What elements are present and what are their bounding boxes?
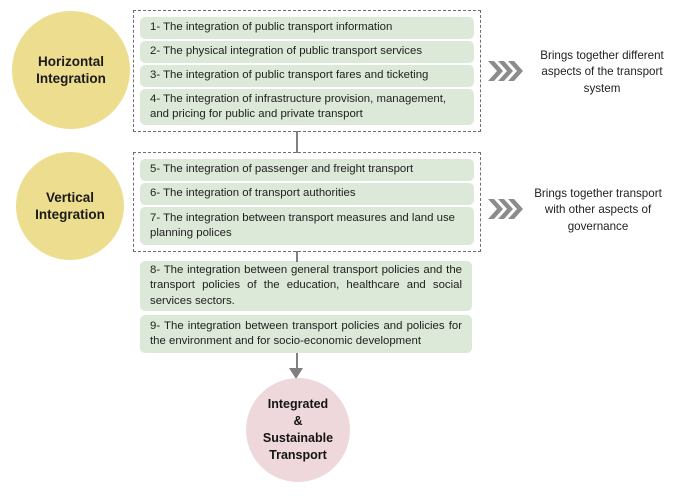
item-box-1-text: 1- The integration of public transport i… — [150, 21, 393, 34]
item-box-9: 9- The integration between transport pol… — [140, 315, 472, 353]
outcome-circle: Integrated & Sustainable Transport — [246, 378, 350, 482]
category-horizontal-line2: Integration — [36, 71, 106, 86]
item-box-1: 1- The integration of public transport i… — [140, 17, 474, 39]
chevrons-right-icon — [488, 61, 523, 81]
outcome-line1: Integrated — [267, 397, 329, 412]
connector-line-1 — [296, 131, 298, 153]
category-horizontal-line1: Horizontal — [38, 53, 104, 69]
item-box-8-text: 8- The integration between general trans… — [150, 264, 462, 307]
side-note-horizontal: Brings together different aspects of the… — [540, 49, 664, 95]
item-box-2: 2- The physical integration of public tr… — [140, 41, 474, 63]
chevrons-right-icon-horizontal — [487, 58, 523, 84]
item-box-6: 6- The integration of transport authorit… — [140, 183, 474, 205]
category-circle-vertical-label: Vertical Integration — [35, 189, 105, 224]
item-box-5-text: 5- The integration of passenger and frei… — [150, 163, 414, 176]
category-vertical-line1: Vertical — [45, 189, 95, 205]
item-box-4-text: 4- The integration of infrastructure pro… — [150, 92, 447, 120]
item-box-6-text: 6- The integration of transport authorit… — [150, 187, 356, 200]
category-vertical-line2: Integration — [35, 207, 105, 222]
item-box-3-text: 3- The integration of public transport f… — [150, 69, 429, 82]
group-container-vertical — [133, 152, 481, 252]
category-circle-horizontal: Horizontal Integration — [12, 11, 130, 129]
outcome-line3: Sustainable — [262, 431, 334, 445]
connector-line-2 — [296, 251, 298, 262]
item-box-5: 5- The integration of passenger and frei… — [140, 159, 474, 181]
item-box-4: 4- The integration of infrastructure pro… — [140, 89, 474, 125]
category-circle-horizontal-label: Horizontal Integration — [36, 53, 106, 88]
side-note-vertical: Brings together transport with other asp… — [534, 187, 662, 233]
chevrons-right-icon-vertical — [487, 196, 523, 222]
item-box-2-text: 2- The physical integration of public tr… — [150, 45, 423, 58]
chevrons-right-icon — [488, 199, 523, 219]
arrow-down-icon — [289, 368, 303, 379]
item-box-8: 8- The integration between general trans… — [140, 261, 472, 311]
outcome-line4: Transport — [269, 447, 327, 462]
connector-line-3 — [296, 353, 298, 371]
outcome-circle-label: Integrated & Sustainable Transport — [263, 396, 333, 464]
group-container-horizontal — [133, 10, 481, 132]
outcome-line2: & — [293, 414, 303, 429]
item-box-7-text: 7- The integration between transport mea… — [150, 211, 455, 239]
item-box-7: 7- The integration between transport mea… — [140, 207, 474, 245]
category-circle-vertical: Vertical Integration — [16, 152, 124, 260]
item-box-9-text: 9- The integration between transport pol… — [150, 319, 462, 347]
item-box-3: 3- The integration of public transport f… — [140, 65, 474, 87]
